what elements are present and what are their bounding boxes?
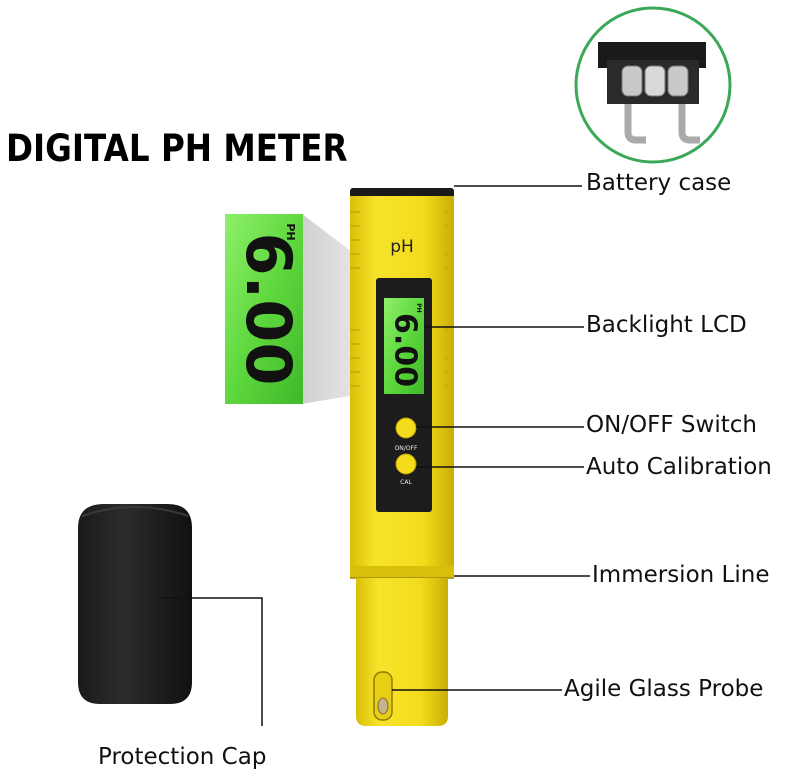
enlarged-lcd-screen bbox=[225, 214, 303, 404]
battery-contact bbox=[624, 104, 646, 144]
protection-cap-rim bbox=[81, 506, 189, 517]
immersion-line-band bbox=[350, 566, 454, 578]
meter-brand-label: pH bbox=[390, 237, 414, 257]
meter-lcd-unit: PH bbox=[415, 303, 422, 312]
protection-cap bbox=[78, 504, 192, 704]
label-battery-case: Battery case bbox=[586, 170, 732, 196]
leader-lines bbox=[160, 185, 590, 726]
cal-button-label: CAL bbox=[400, 479, 412, 486]
label-backlight-lcd: Backlight LCD bbox=[586, 312, 747, 338]
probe-section bbox=[356, 578, 448, 726]
glass-probe-bulb bbox=[377, 697, 389, 715]
on-off-button bbox=[395, 417, 417, 439]
battery-case-inset bbox=[574, 6, 732, 164]
label-immersion-line: Immersion Line bbox=[592, 562, 770, 588]
protection-cap-body bbox=[78, 504, 192, 704]
meter-lcd-reading: 6.00 bbox=[388, 313, 423, 387]
page-title: DIGITAL PH METER bbox=[6, 127, 348, 170]
meter-cap-top bbox=[350, 188, 454, 198]
on-off-button-label: ON/OFF bbox=[395, 445, 418, 452]
meter-grip-ridges bbox=[350, 211, 454, 387]
battery-cell bbox=[644, 65, 666, 97]
battery-contact bbox=[678, 104, 700, 144]
label-protection-cap: Protection Cap bbox=[98, 744, 267, 770]
label-auto-calibration: Auto Calibration bbox=[586, 454, 772, 480]
ph-meter: pH 6.00 PH ON/OFF CAL bbox=[350, 188, 454, 726]
enlarged-lcd-reading: 6.00 bbox=[232, 233, 305, 386]
label-on-off-switch: ON/OFF Switch bbox=[586, 412, 757, 438]
enlarged-lcd: 6.00 PH bbox=[225, 214, 305, 404]
battery-cell bbox=[621, 65, 643, 97]
enlarged-lcd-unit: PH bbox=[284, 223, 297, 240]
label-glass-probe: Agile Glass Probe bbox=[564, 676, 764, 702]
cal-button bbox=[395, 453, 417, 475]
battery-cell bbox=[667, 65, 689, 97]
leader-cap bbox=[160, 597, 263, 726]
meter-lcd-screen bbox=[384, 298, 424, 394]
